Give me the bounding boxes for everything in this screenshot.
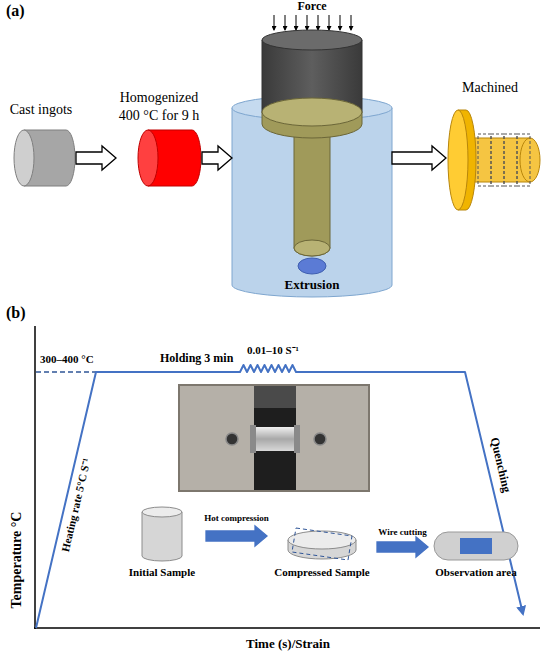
observation-region (460, 538, 492, 554)
temperature-profile (36, 365, 523, 628)
ram-top (262, 30, 362, 50)
rod-end (294, 240, 330, 256)
rod-body (294, 124, 330, 256)
sample-body (142, 512, 182, 561)
force-arrow (351, 15, 352, 30)
force-arrow (307, 15, 308, 30)
panel-label: (a) (6, 2, 25, 20)
cut-plane (292, 528, 352, 560)
temperature-dash (36, 371, 96, 373)
sample-node: Observation area (428, 524, 524, 584)
billet-top (262, 98, 362, 126)
heating-label: Heating rate 5°C S⁻¹ (59, 457, 93, 553)
rig-sample (256, 427, 294, 451)
quenching-label: Quenching (487, 436, 513, 494)
specimen-outline (478, 134, 491, 186)
node-text: Force (297, 0, 326, 14)
sample-node: Compressed Sample (267, 520, 377, 584)
node-text: Extrusion (285, 278, 340, 293)
block-arrow (392, 146, 446, 170)
specimen-outlines (478, 134, 530, 186)
rig-screw (226, 433, 238, 445)
node-text: Compressed Sample (274, 566, 369, 579)
ingot-face (14, 130, 34, 186)
sample-node: Initial Sample (118, 504, 206, 584)
rig-plate (296, 386, 368, 490)
rig-top (254, 386, 296, 408)
holding-label: Holding 3 min (160, 352, 233, 366)
force-arrow (329, 15, 330, 30)
force-arrow (296, 15, 297, 30)
block-arrow (202, 146, 232, 170)
rig-anvil (294, 425, 300, 453)
axis-title: Time (s)/Strain (246, 637, 330, 652)
node-text: Homogenized (120, 90, 199, 106)
section-capsule (434, 532, 518, 560)
machined-node: Machined (446, 78, 548, 215)
block-arrow (206, 526, 267, 546)
rig-gap (254, 386, 296, 490)
ingot-node: Cast ingots (6, 98, 76, 192)
rig-photo (178, 384, 370, 492)
arrow-label: Hot compression (204, 513, 269, 523)
rig-screw (314, 433, 326, 445)
node-text: 400 °C for 9 h (119, 108, 199, 124)
strain-rate-label: 0.01–10 S⁻¹ (247, 344, 299, 357)
force-arrow (274, 15, 275, 30)
temperature-label: 300–400 °C (40, 353, 94, 366)
y-axis (34, 326, 36, 629)
node-text: Machined (462, 80, 518, 96)
x-axis (34, 627, 540, 629)
homogenized-node: Homogenized 400 °C for 9 h (116, 88, 202, 192)
panel-label: (b) (6, 304, 26, 322)
rig-plate (180, 386, 254, 490)
specimen-outline (491, 134, 504, 186)
arrow-label: Wire cutting (378, 527, 426, 537)
rig-anvil (250, 425, 256, 453)
specimen-outline (517, 134, 530, 186)
force-arrow (340, 15, 341, 30)
block-arrow (377, 537, 428, 557)
block-arrow (76, 146, 116, 170)
die-opening (298, 258, 326, 274)
sample-top (142, 507, 182, 517)
compressed-top (288, 531, 356, 549)
force-arrow (285, 15, 286, 30)
specimen-outline (504, 134, 517, 186)
homogenized-face (138, 130, 158, 186)
extrusion-node: ForceExtrusion (232, 0, 392, 298)
force-arrows (274, 15, 351, 30)
node-text: Cast ingots (10, 102, 73, 118)
force-arrow (318, 15, 319, 30)
axis-title: Temperature °C (9, 512, 25, 609)
machined-rod-end (520, 138, 540, 182)
node-text: Initial Sample (129, 566, 195, 579)
machined-disc-face (448, 110, 468, 210)
container-body (232, 108, 392, 297)
node-text: Observation area (435, 566, 516, 579)
